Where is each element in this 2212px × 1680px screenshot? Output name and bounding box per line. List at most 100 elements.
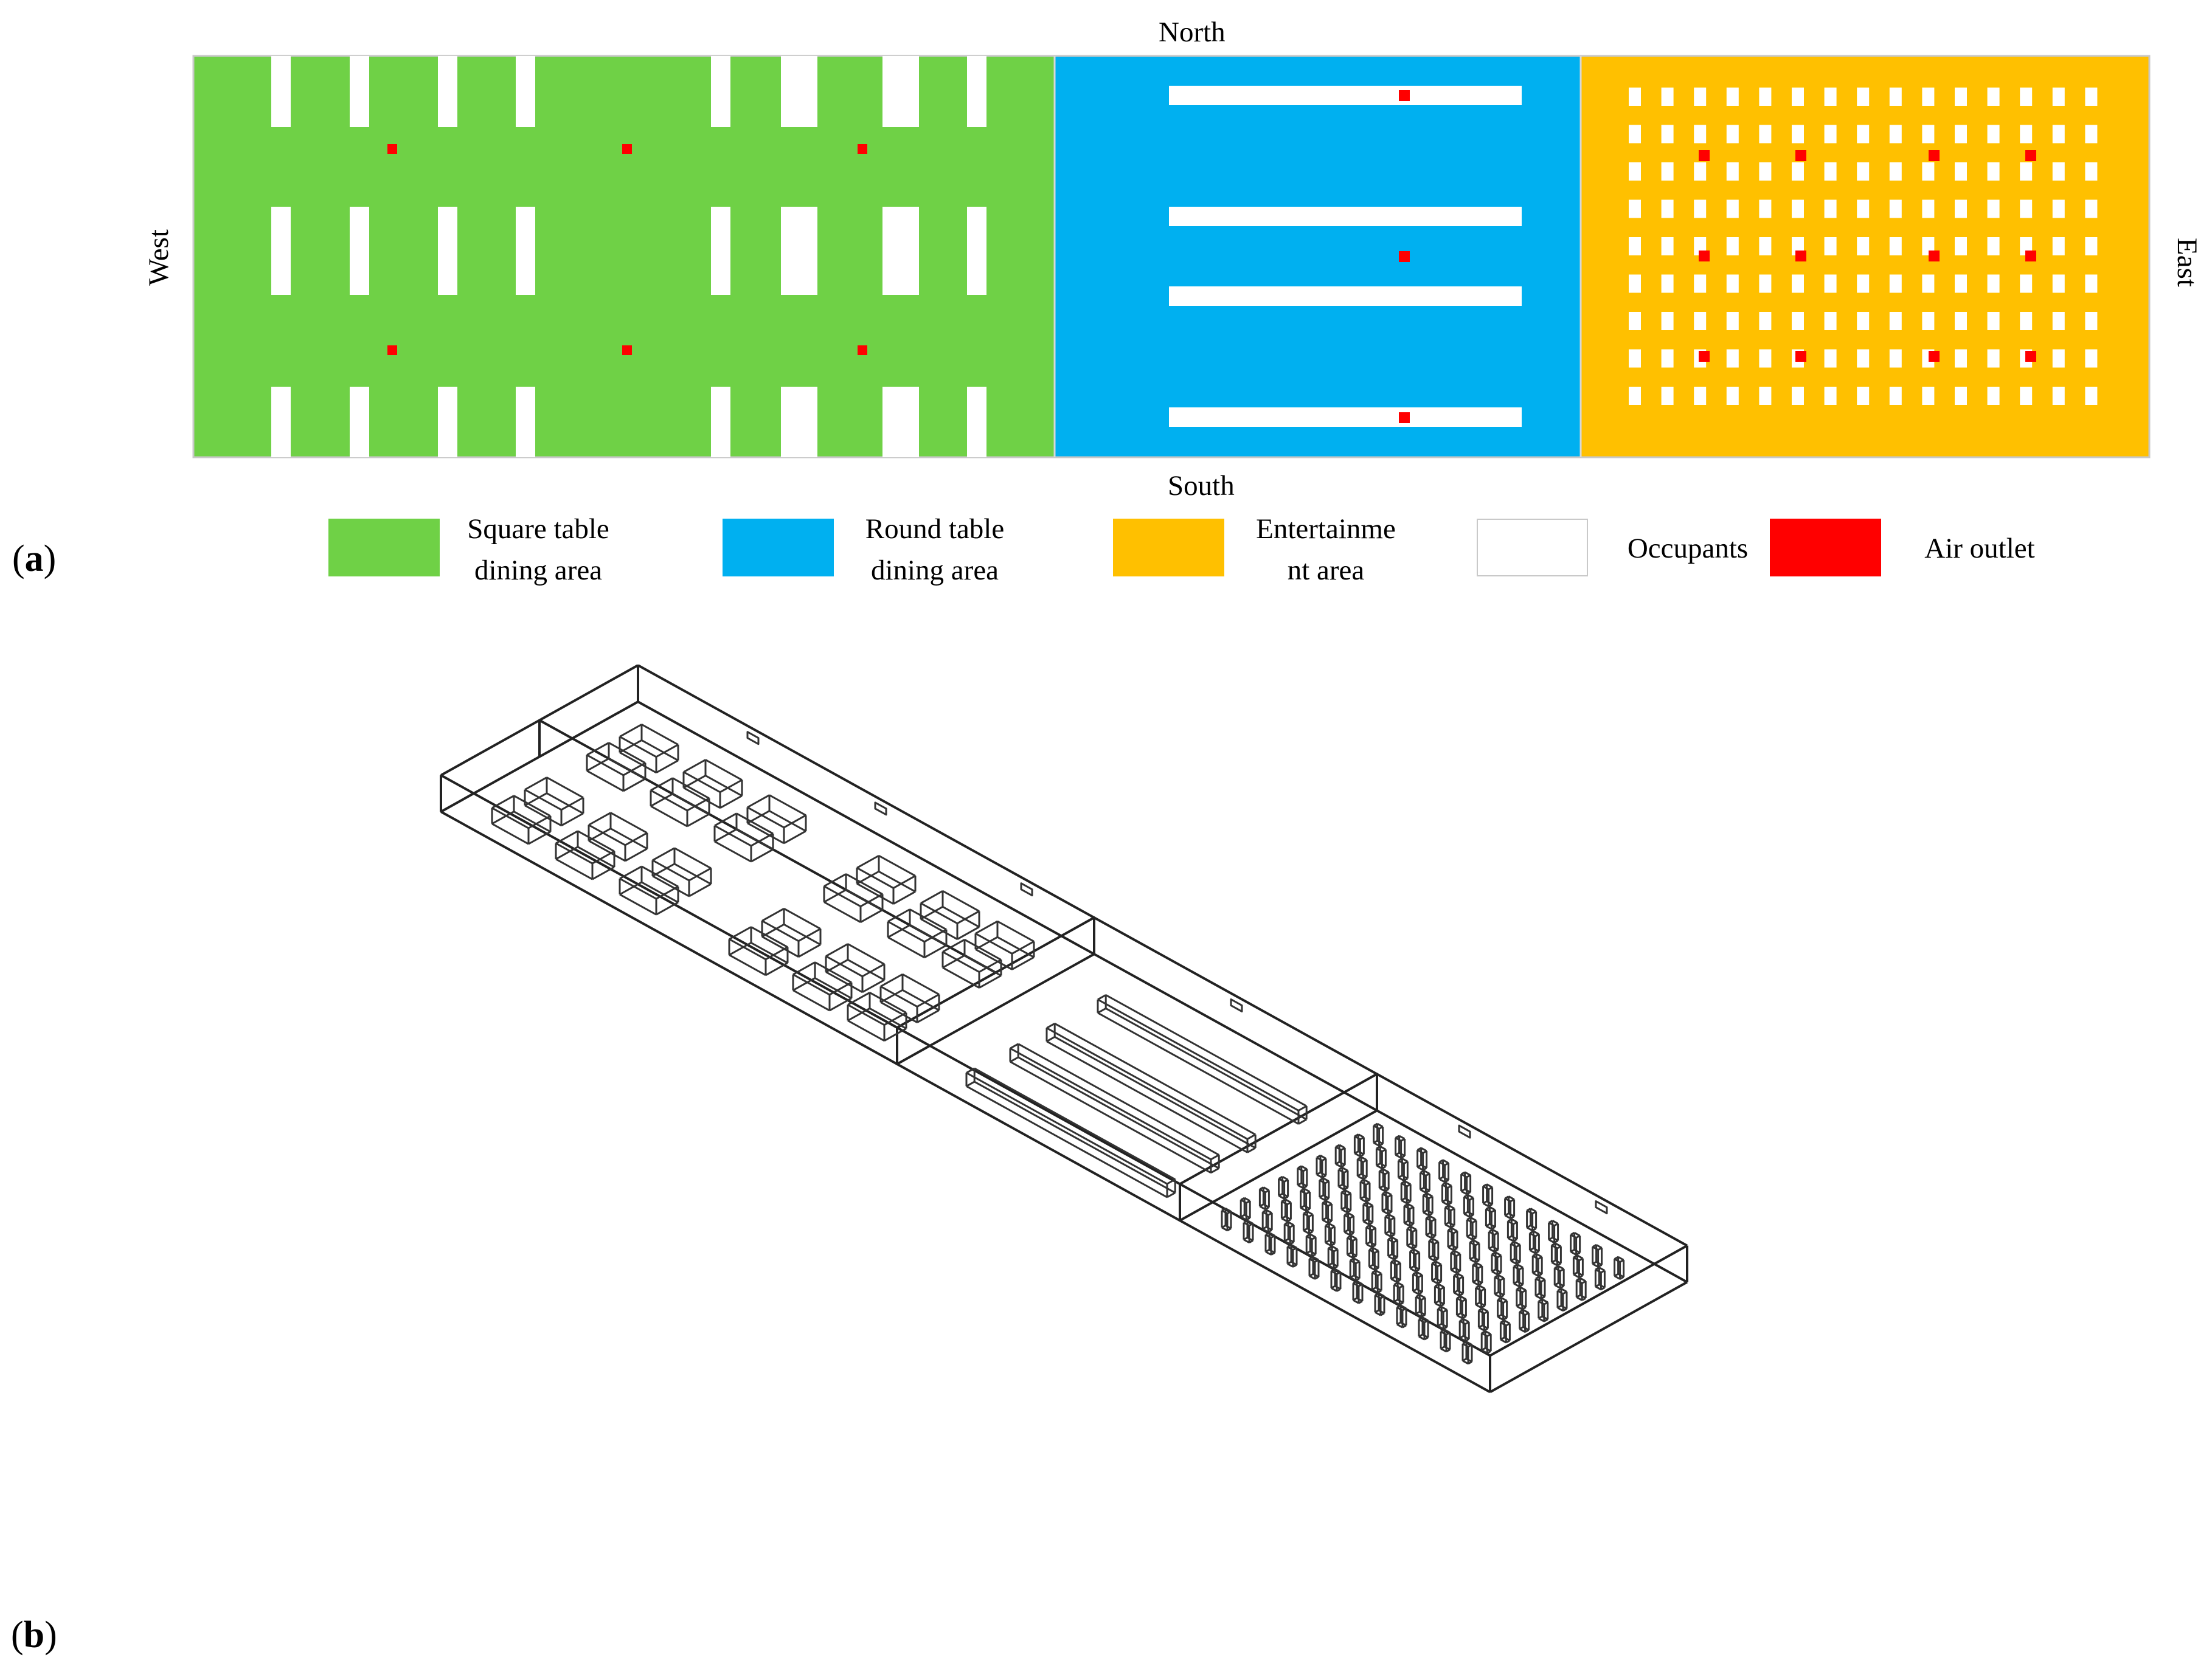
edge xyxy=(637,664,1688,1247)
dining-table xyxy=(524,776,584,827)
occupant-block xyxy=(1570,1232,1581,1256)
edge xyxy=(619,736,657,758)
air-outlet xyxy=(1929,351,1940,362)
occupant-block xyxy=(1286,1243,1298,1268)
edge xyxy=(942,967,980,989)
occupant-block xyxy=(1418,1316,1429,1341)
edge xyxy=(1167,1178,1176,1185)
occupant xyxy=(350,56,369,127)
edge xyxy=(825,971,863,994)
occupant-block xyxy=(1308,1256,1320,1280)
dining-table xyxy=(746,794,807,845)
air-outlet xyxy=(387,345,397,355)
occupant-block xyxy=(1337,1166,1349,1191)
occupant xyxy=(1824,162,1837,181)
occupant xyxy=(1889,387,1902,405)
occupant-block xyxy=(1444,1205,1455,1229)
occupant-block xyxy=(1548,1220,1559,1244)
occupant xyxy=(438,207,457,295)
air-outlet xyxy=(1399,90,1410,101)
occupant xyxy=(1169,207,1522,226)
occupant-block xyxy=(1528,1230,1540,1254)
dining-table xyxy=(887,908,948,959)
dining-table xyxy=(941,938,1002,989)
occupant xyxy=(1857,125,1870,143)
occupant xyxy=(1661,162,1674,181)
edge xyxy=(814,977,852,1000)
occupant xyxy=(1889,125,1902,143)
air-outlet xyxy=(858,144,867,154)
occupant xyxy=(1922,162,1935,181)
occupant xyxy=(1726,88,1739,106)
occupant xyxy=(516,207,535,295)
edge xyxy=(761,920,799,942)
occupant xyxy=(1759,387,1772,405)
edge xyxy=(902,973,940,995)
edge xyxy=(975,920,998,935)
occupant xyxy=(1792,199,1804,218)
edge xyxy=(845,889,883,911)
occupant-block xyxy=(1316,1155,1327,1178)
occupant xyxy=(1661,88,1674,106)
edge xyxy=(729,926,752,940)
edge xyxy=(650,789,688,812)
occupant-block xyxy=(1390,1259,1401,1283)
edge xyxy=(783,830,806,845)
edge xyxy=(823,889,847,903)
occupant xyxy=(1955,237,1967,255)
occupant xyxy=(1792,274,1804,293)
occupant xyxy=(1987,125,2000,143)
dining-table xyxy=(879,973,940,1023)
edge xyxy=(1489,1281,1688,1394)
occupant-block xyxy=(1469,1239,1480,1263)
occupant xyxy=(1759,274,1772,293)
edge xyxy=(823,901,861,924)
edge xyxy=(656,901,679,916)
occupant-block xyxy=(1368,1246,1379,1271)
edge xyxy=(652,847,675,862)
edge xyxy=(491,823,529,845)
occupant-block xyxy=(1472,1262,1483,1286)
edge xyxy=(975,932,1013,955)
edge xyxy=(1018,1056,1219,1169)
occupant-block xyxy=(1614,1256,1625,1280)
air-outlet xyxy=(1699,251,1710,261)
edge xyxy=(798,928,821,942)
occupant xyxy=(1824,237,1837,255)
edge xyxy=(555,830,578,845)
panel-b-label: (b) xyxy=(11,1614,57,1656)
edge xyxy=(860,909,883,924)
edge xyxy=(588,824,626,846)
edge xyxy=(641,724,679,745)
edge xyxy=(856,867,894,889)
occupant xyxy=(1759,125,1772,143)
edge xyxy=(719,795,743,809)
edge xyxy=(920,906,943,920)
occupant xyxy=(1922,88,1935,106)
dining-table xyxy=(682,759,743,809)
edge xyxy=(688,867,712,882)
air-outlet xyxy=(1399,251,1410,262)
south-label: South xyxy=(1168,470,1235,502)
occupant xyxy=(882,387,919,457)
occupant-block xyxy=(1428,1237,1440,1262)
occupant xyxy=(1857,312,1870,330)
edge xyxy=(887,924,910,938)
edge xyxy=(761,936,799,958)
edge xyxy=(652,863,675,877)
occupant xyxy=(2085,237,2098,255)
occupant-block xyxy=(1409,1248,1421,1273)
occupant xyxy=(1987,274,2000,293)
occupant xyxy=(1661,237,1674,255)
occupant-block xyxy=(1575,1277,1587,1301)
occupant xyxy=(1922,125,1935,143)
occupant-block xyxy=(1438,1159,1450,1183)
edge xyxy=(1011,941,1035,955)
wall-outlet xyxy=(1458,1124,1471,1139)
north-label: North xyxy=(1159,16,1226,48)
edge xyxy=(1298,1105,1307,1111)
edge xyxy=(847,992,870,1006)
occupant xyxy=(1824,125,1837,143)
occupant xyxy=(1955,88,1967,106)
occupant xyxy=(882,56,919,127)
